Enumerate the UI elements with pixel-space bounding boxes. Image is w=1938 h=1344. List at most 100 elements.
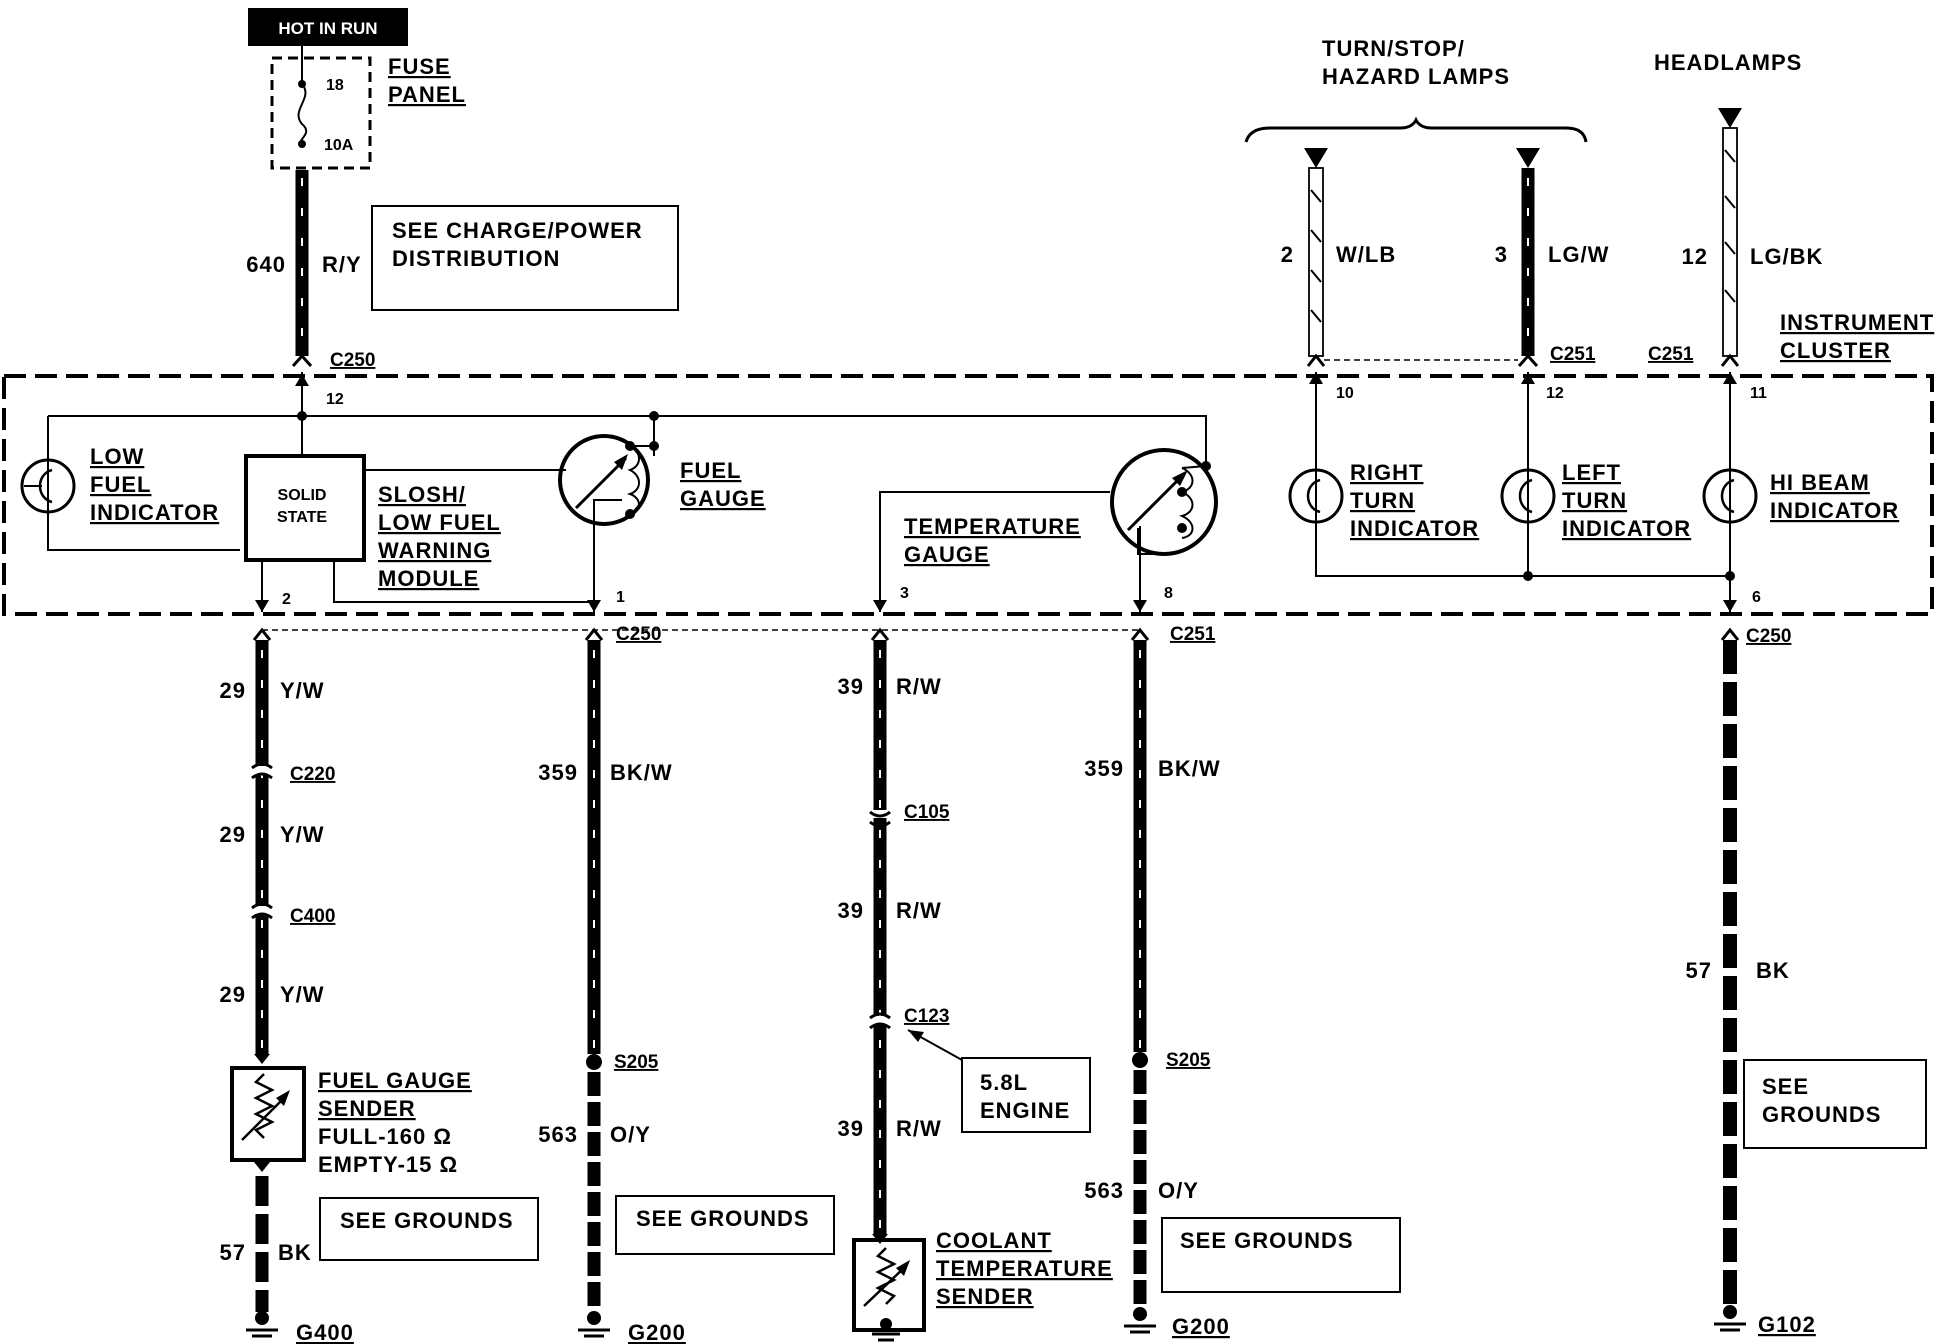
pin-3: 3 bbox=[900, 585, 909, 602]
solid-state-label-2: STATE bbox=[277, 509, 327, 526]
connector-c251-a: C251 bbox=[1550, 344, 1596, 365]
temp-gauge-label-1: TEMPERATURE bbox=[904, 514, 1081, 539]
instrument-cluster-boundary bbox=[2, 374, 1934, 616]
slosh-label-4: MODULE bbox=[378, 566, 479, 591]
slosh-label-1: SLOSH/ bbox=[378, 482, 466, 507]
see-grounds-a: SEE GROUNDS bbox=[340, 1208, 514, 1233]
charge-box-line-1: SEE CHARGE/POWER bbox=[392, 218, 643, 243]
pin-10: 10 bbox=[1336, 385, 1354, 402]
circuit-57-b: 57 bbox=[1686, 958, 1712, 983]
circuit-39-c: 39 bbox=[838, 1116, 864, 1141]
right-turn-label-3: INDICATOR bbox=[1350, 516, 1479, 541]
connector-c250-bottom-b: C250 bbox=[1746, 626, 1791, 647]
color-bk-b: BK bbox=[1756, 958, 1790, 983]
temperature-gauge bbox=[1110, 448, 1218, 556]
connector-c220-label: C220 bbox=[290, 764, 335, 785]
fuse-18: 18 10A bbox=[270, 46, 372, 170]
connector-c251-b: C251 bbox=[1648, 344, 1694, 365]
hi-beam-label-1: HI BEAM bbox=[1770, 470, 1870, 495]
ground-g102-label: G102 bbox=[1758, 1312, 1816, 1337]
pin-11: 11 bbox=[1750, 385, 1767, 402]
circuit-39-b: 39 bbox=[838, 898, 864, 923]
left-turn-label-1: LEFT bbox=[1562, 460, 1621, 485]
circuit-3: 3 bbox=[1495, 242, 1508, 267]
ground-g200-b-label: G200 bbox=[1172, 1314, 1230, 1339]
fuse-number: 18 bbox=[326, 77, 344, 94]
circuit-57-a: 57 bbox=[220, 1240, 246, 1265]
pin-12-cluster: 12 bbox=[1546, 385, 1564, 402]
circuit-563-a: 563 bbox=[538, 1122, 578, 1147]
color-yw-b: Y/W bbox=[280, 822, 325, 847]
color-lgw: LG/W bbox=[1548, 242, 1609, 267]
low-fuel-label-3: INDICATOR bbox=[90, 500, 219, 525]
splice-s205-a-label: S205 bbox=[614, 1052, 659, 1073]
color-bkw-a: BK/W bbox=[610, 760, 673, 785]
see-grounds-d-1: SEE bbox=[1762, 1074, 1809, 1099]
connector-c105-label: C105 bbox=[904, 802, 950, 823]
instrument-cluster-label-1: INSTRUMENT bbox=[1780, 310, 1934, 335]
color-rw-c: R/W bbox=[896, 1116, 942, 1141]
slosh-label-2: LOW FUEL bbox=[378, 510, 501, 535]
color-oy-a: O/Y bbox=[610, 1122, 651, 1147]
fuel-gauge bbox=[558, 434, 659, 540]
hi-beam-indicator-lamp bbox=[1702, 468, 1758, 524]
coolant-label-2: TEMPERATURE bbox=[936, 1256, 1113, 1281]
coolant-label-3: SENDER bbox=[936, 1284, 1034, 1309]
pin-1: 1 bbox=[616, 589, 625, 606]
temp-gauge-label-2: GAUGE bbox=[904, 542, 990, 567]
charge-box-line-2: DISTRIBUTION bbox=[392, 246, 560, 271]
right-turn-label-1: RIGHT bbox=[1350, 460, 1423, 485]
see-grounds-d-2: GROUNDS bbox=[1762, 1102, 1881, 1127]
see-grounds-box-a: SEE GROUNDS bbox=[319, 1197, 539, 1261]
coolant-temperature-sender bbox=[852, 1234, 926, 1342]
ground-g400-label: G400 bbox=[296, 1320, 354, 1344]
fuel-sender-full: FULL-160 Ω bbox=[318, 1124, 452, 1149]
see-grounds-c: SEE GROUNDS bbox=[1180, 1228, 1354, 1253]
circuit-2: 2 bbox=[1281, 242, 1294, 267]
pin-2: 2 bbox=[282, 591, 291, 608]
circuit-640: 640 bbox=[246, 252, 286, 277]
connector-c250-bottom-a: C250 bbox=[616, 624, 661, 645]
circuit-39-a: 39 bbox=[838, 674, 864, 699]
pin-6: 6 bbox=[1752, 589, 1761, 606]
color-bk-a: BK bbox=[278, 1240, 312, 1265]
color-rw-a: R/W bbox=[896, 674, 942, 699]
circuit-29-b: 29 bbox=[220, 822, 246, 847]
engine-5-8l-box: 5.8L ENGINE bbox=[961, 1057, 1091, 1133]
connector-c251-bottom: C251 bbox=[1170, 624, 1216, 645]
circuit-29-c: 29 bbox=[220, 982, 246, 1007]
splice-s205-b-label: S205 bbox=[1166, 1050, 1211, 1071]
circuit-359-b: 359 bbox=[1084, 756, 1124, 781]
see-grounds-box-c: SEE GROUNDS bbox=[1161, 1217, 1401, 1293]
slosh-label-3: WARNING bbox=[378, 538, 491, 563]
circuit-12: 12 bbox=[1682, 244, 1708, 269]
ground-g200-a bbox=[578, 1311, 610, 1338]
color-yw-c: Y/W bbox=[280, 982, 325, 1007]
hot-in-run-label: HOT IN RUN bbox=[278, 19, 377, 38]
turn-hazard-header-2: HAZARD LAMPS bbox=[1322, 64, 1510, 89]
see-grounds-box-d: SEE GROUNDS bbox=[1743, 1059, 1927, 1149]
right-turn-label-2: TURN bbox=[1350, 488, 1415, 513]
engine-box-line-2: ENGINE bbox=[980, 1098, 1070, 1123]
color-bkw-b: BK/W bbox=[1158, 756, 1221, 781]
turn-hazard-header-1: TURN/STOP/ bbox=[1322, 36, 1465, 61]
fuel-gauge-label-1: FUEL bbox=[680, 458, 741, 483]
engine-box-line-1: 5.8L bbox=[980, 1070, 1028, 1095]
fuel-gauge-label-2: GAUGE bbox=[680, 486, 766, 511]
see-grounds-box-b: SEE GROUNDS bbox=[615, 1195, 835, 1255]
ground-g400 bbox=[246, 1311, 278, 1338]
circuit-359-a: 359 bbox=[538, 760, 578, 785]
color-lgbk: LG/BK bbox=[1750, 244, 1823, 269]
circuit-563-b: 563 bbox=[1084, 1178, 1124, 1203]
connector-c123 bbox=[868, 1012, 892, 1030]
connector-c123-label: C123 bbox=[904, 1006, 949, 1027]
connector-c250-top: C250 bbox=[330, 350, 375, 371]
see-grounds-b: SEE GROUNDS bbox=[636, 1206, 810, 1231]
connector-c105 bbox=[868, 810, 892, 828]
instrument-cluster-label-2: CLUSTER bbox=[1780, 338, 1891, 363]
low-fuel-label-2: FUEL bbox=[90, 472, 151, 497]
pin-8: 8 bbox=[1164, 585, 1173, 602]
color-oy-b: O/Y bbox=[1158, 1178, 1199, 1203]
hot-in-run-badge: HOT IN RUN bbox=[248, 8, 408, 46]
